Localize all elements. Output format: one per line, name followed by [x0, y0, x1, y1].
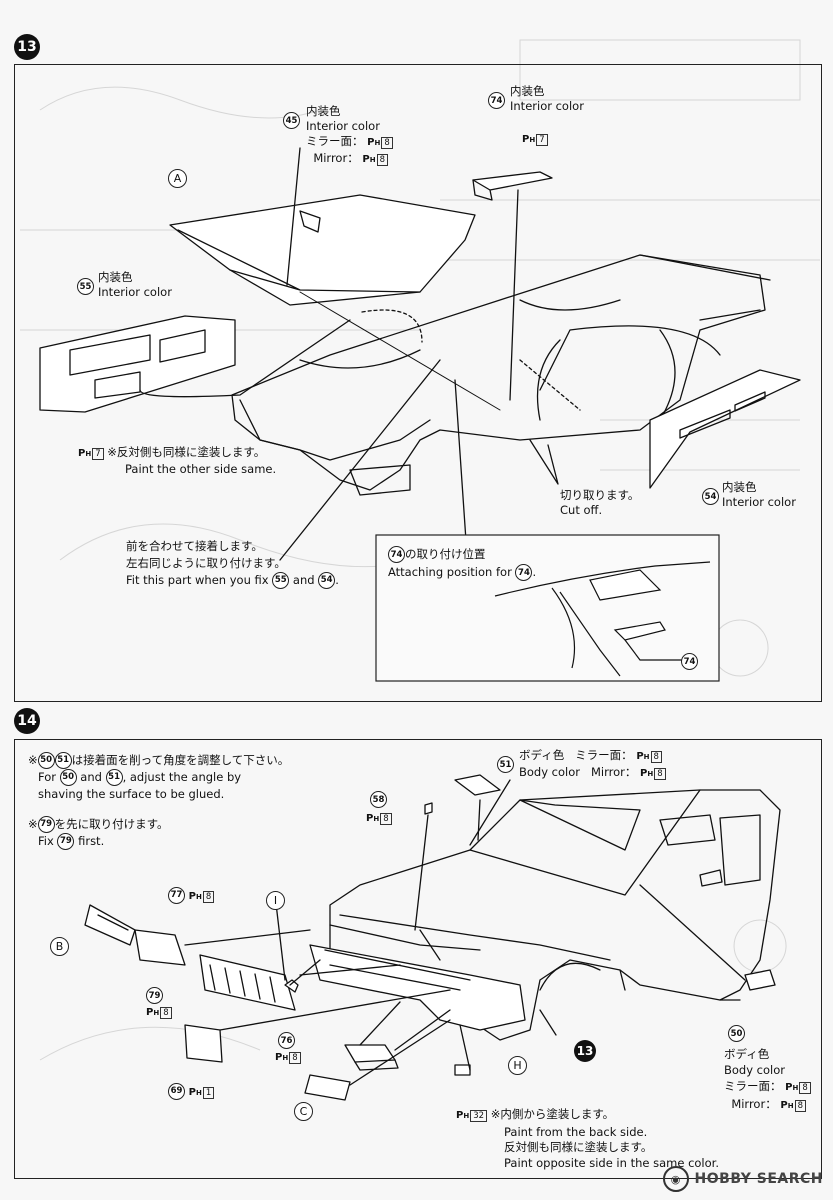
- part-55-number: 55: [77, 278, 94, 295]
- inset-74-number: 74: [681, 653, 698, 670]
- part-76-number: 76: [278, 1032, 295, 1049]
- part-54-number: 54: [702, 488, 719, 505]
- step-14-panel: [14, 739, 822, 1179]
- brand-text: HOBBY SEARCH: [694, 1171, 823, 1187]
- part-51-number: 51: [497, 756, 514, 773]
- part-58-number: 58: [370, 791, 387, 808]
- part-55-label: 内装色 Interior color: [98, 270, 172, 299]
- part-45-jp: 内装色: [306, 104, 341, 118]
- step-14-badge: 14: [14, 708, 40, 734]
- letter-i-label: I: [266, 891, 285, 910]
- part-45-number: 45: [283, 112, 300, 129]
- letter-a-label: A: [168, 169, 187, 188]
- letter-c-label: C: [294, 1102, 313, 1121]
- step-13-reference-badge: 13: [574, 1040, 596, 1062]
- part-74-number: 74: [488, 92, 505, 109]
- part-45-en: Interior color: [306, 119, 380, 133]
- letter-b-label: B: [50, 937, 69, 956]
- part-50-number: 50: [728, 1025, 745, 1042]
- step-13-badge: 13: [14, 34, 40, 60]
- part-54-label: 内装色 Interior color: [722, 480, 796, 509]
- cut-off-note: 切り取ります。 Cut off.: [560, 488, 640, 517]
- part-74-label: 内装色 Interior color: [510, 84, 584, 113]
- hobby-search-logo-icon: ◉: [662, 1166, 689, 1192]
- step-13-panel: [14, 64, 822, 702]
- letter-h-label: H: [508, 1056, 527, 1075]
- part-79-number: 79: [146, 987, 163, 1004]
- fit-note: 前を合わせて接着します。 左右同じように取り付けます。 Fit this par…: [126, 539, 339, 589]
- hobby-search-watermark: ◉ HOBBY SEARCH: [662, 1166, 823, 1192]
